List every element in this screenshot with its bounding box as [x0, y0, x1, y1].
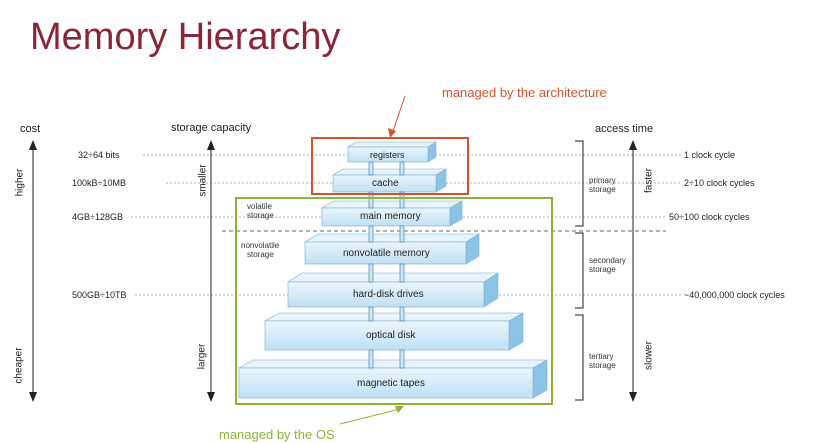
level-main-memory: main memory — [360, 211, 421, 222]
level-nonvolatile-memory: nonvolatile memory — [343, 248, 430, 259]
axis-faster: faster — [643, 168, 655, 194]
level-magnetic-tapes: magnetic tapes — [357, 378, 425, 389]
os-box — [235, 197, 553, 405]
level-cache: cache — [372, 178, 399, 189]
header-storage-capacity: storage capacity — [171, 122, 252, 134]
block-cache — [331, 168, 448, 193]
primary-bracket — [575, 140, 584, 227]
axis-smaller: smaller — [197, 164, 209, 197]
tertiary-bracket — [575, 314, 584, 401]
transfer-arrows — [368, 161, 405, 369]
secondary-bracket — [575, 232, 584, 309]
block-nonvolatile-memory — [303, 233, 481, 265]
access-time-registers: 1 clock cycle — [684, 150, 736, 160]
header-access-time: access time — [595, 123, 654, 135]
tier-tertiary: tertiary storage — [589, 352, 616, 370]
annotation-architecture: managed by the architecture — [442, 85, 607, 100]
capacity-registers: 32÷64 bits — [78, 150, 120, 160]
header-cost: cost — [20, 123, 41, 135]
axis-higher: higher — [14, 168, 26, 197]
axis-cheaper: cheaper — [13, 347, 25, 384]
capacity-hard-disk: 500GB÷10TB — [72, 290, 127, 300]
capacity-main-memory: 4GB÷128GB — [72, 212, 123, 222]
block-optical-disk — [263, 312, 525, 351]
capacity-cache: 100kB÷10MB — [72, 178, 126, 188]
axis-slower: slower — [643, 341, 655, 370]
tier-primary: primary storage — [589, 176, 616, 194]
annotation-os: managed by the OS — [219, 427, 335, 442]
page-title: Memory Hierarchy — [30, 16, 341, 58]
access-time-hard-disk: ~40,000,000 clock cycles — [684, 290, 785, 300]
block-main-memory — [320, 200, 464, 227]
block-hard-disk-drives — [286, 272, 500, 308]
nonvolatile-storage-label: nonvolatile storage — [241, 241, 280, 259]
access-time-main-memory: 50÷100 clock cycles — [669, 212, 750, 222]
block-magnetic-tapes — [237, 359, 549, 399]
axis-larger: larger — [196, 343, 208, 370]
tier-secondary: secondary storage — [589, 256, 626, 274]
access-time-cache: 2÷10 clock cycles — [684, 178, 755, 188]
level-registers: registers — [370, 150, 405, 160]
volatile-storage-label: volatile storage — [247, 202, 274, 220]
level-optical-disk: optical disk — [366, 330, 416, 341]
level-hard-disk-drives: hard-disk drives — [353, 289, 424, 300]
block-registers — [346, 141, 438, 163]
